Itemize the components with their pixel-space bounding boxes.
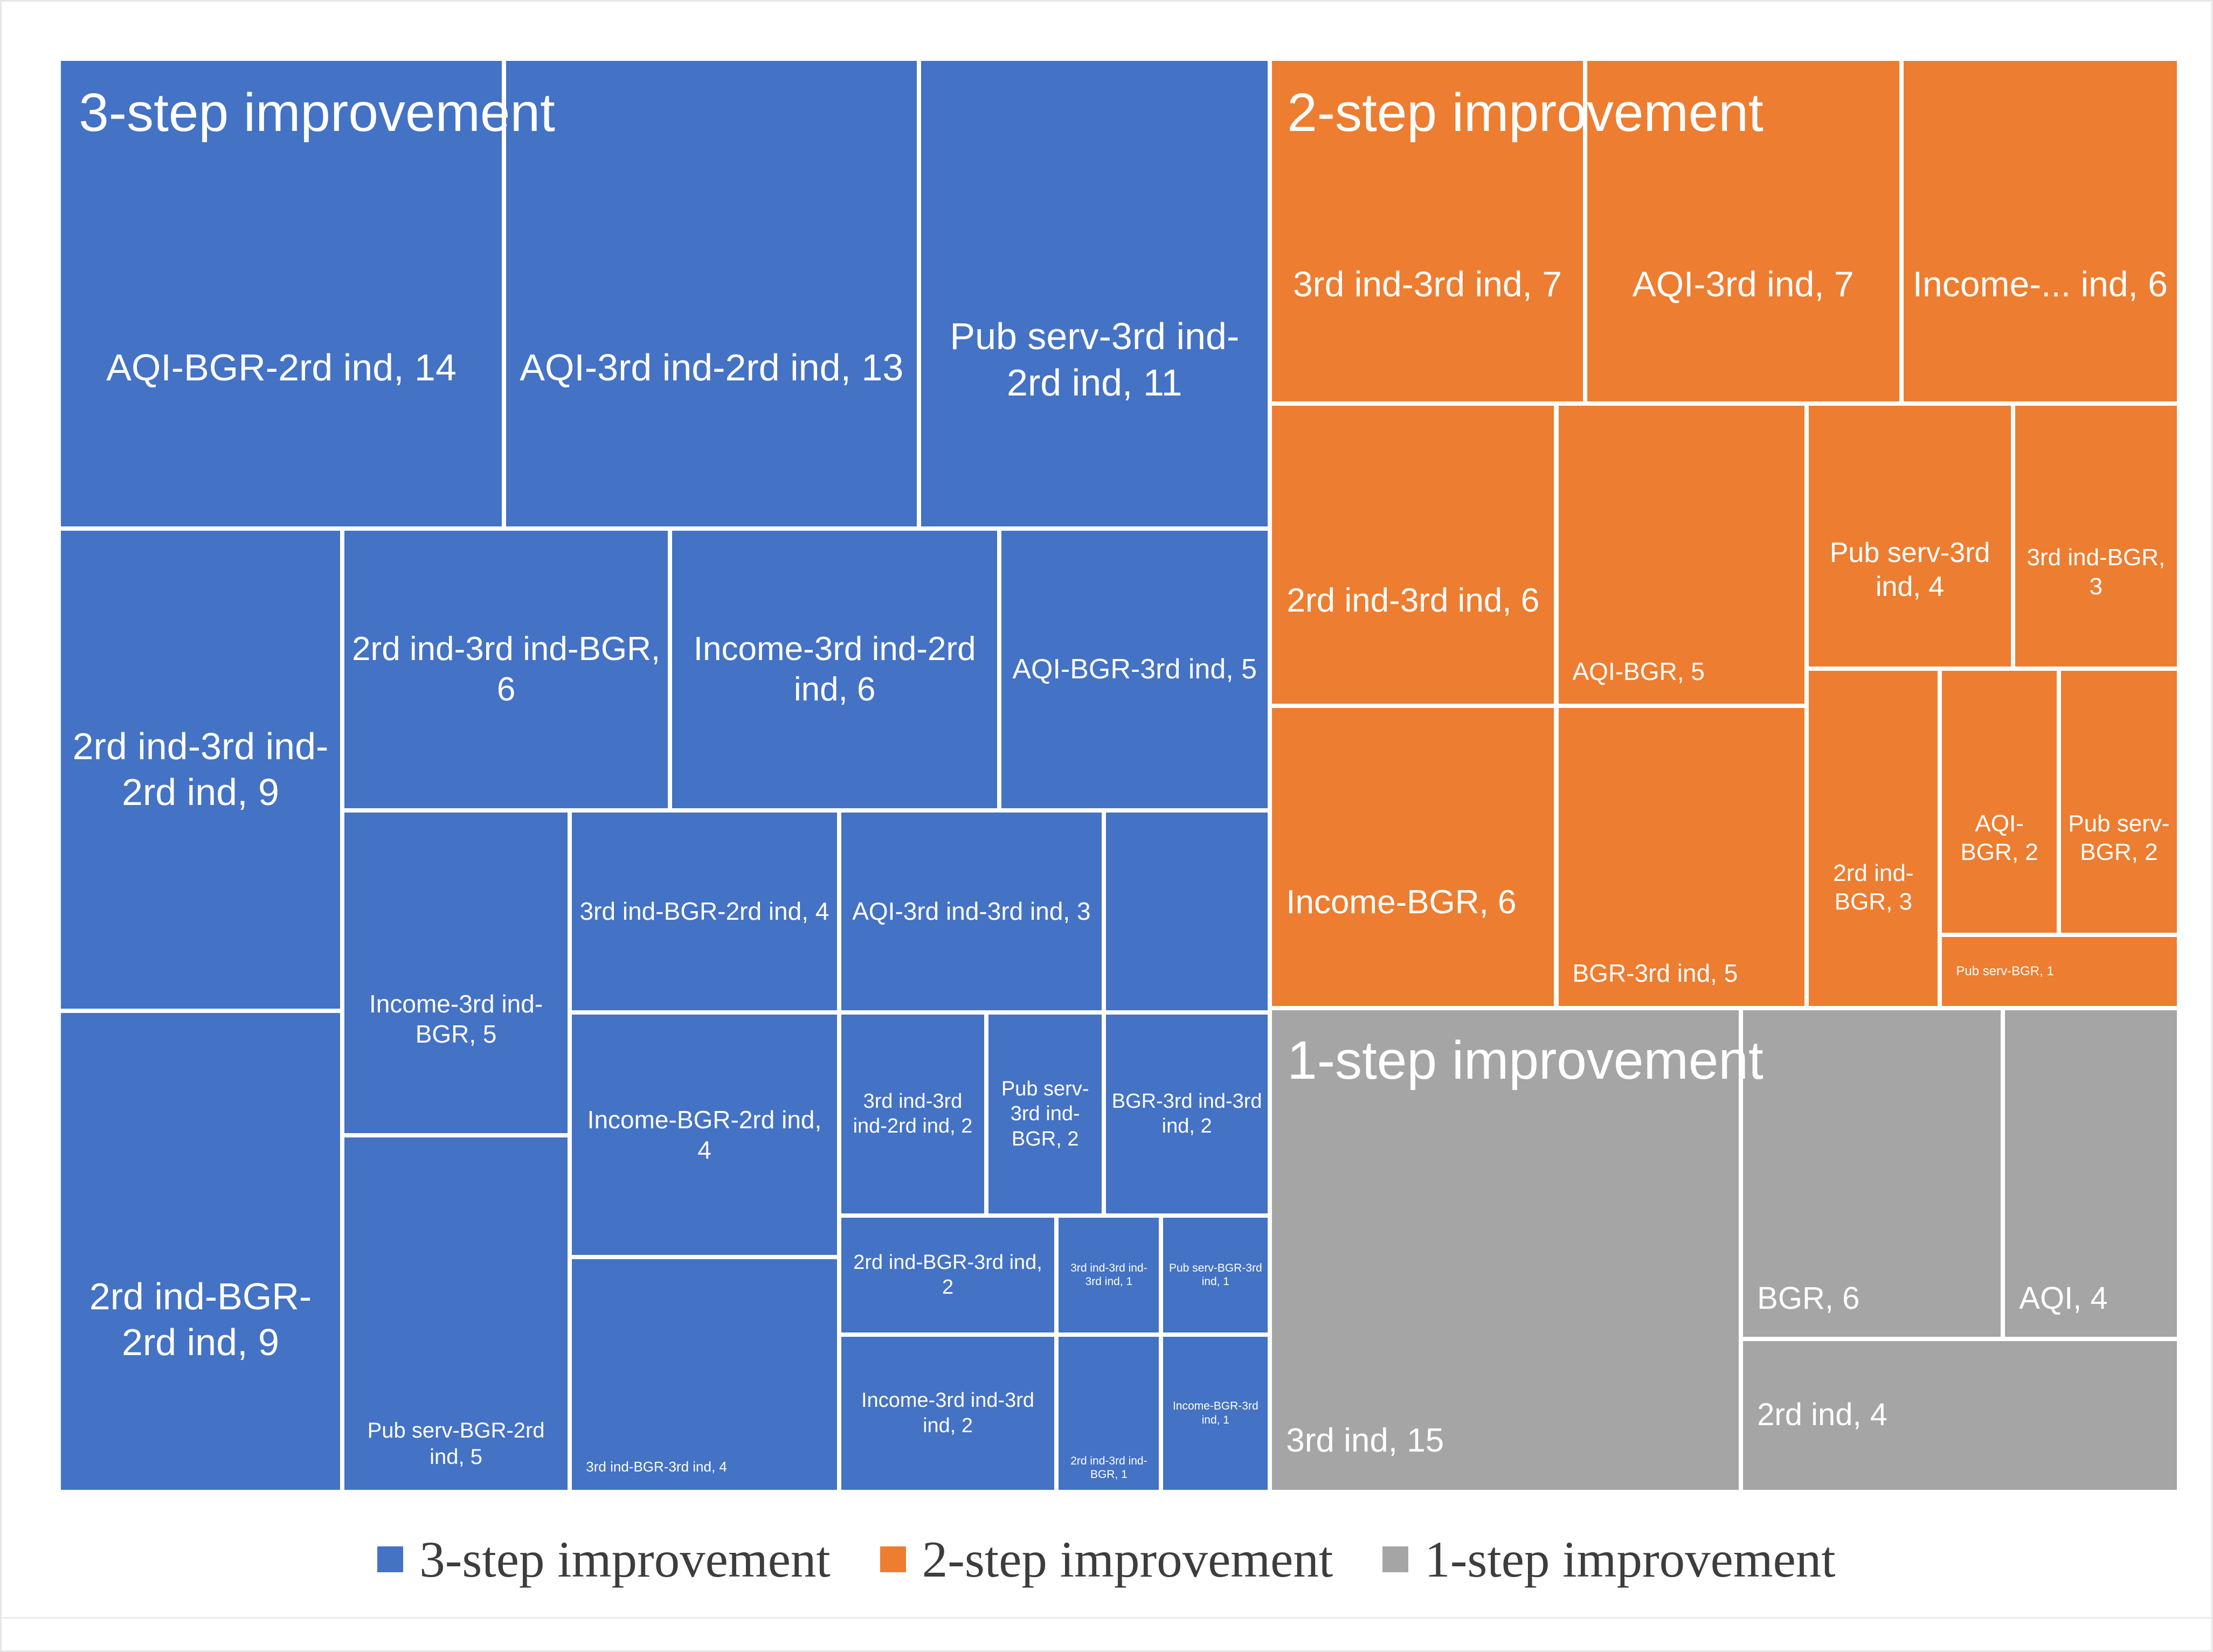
- treemap-cell[interactable]: 2rd ind-3rd ind-BGR, 6: [342, 528, 670, 811]
- treemap-cell-label: Pub serv-BGR-3rd ind, 1: [1168, 1261, 1262, 1288]
- treemap-cell-label: 2rd ind-BGR-2rd ind, 9: [89, 1275, 312, 1364]
- treemap-cell-label: 3rd ind-3rd ind-2rd ind, 2: [853, 1090, 973, 1138]
- treemap-cell[interactable]: AQI-3rd ind-3rd ind, 3: [839, 810, 1104, 1012]
- treemap-cell[interactable]: Income-... ind, 6: [1901, 59, 2179, 404]
- treemap-cell[interactable]: Pub serv-3rd ind-BGR, 2: [986, 1012, 1104, 1216]
- treemap-cell[interactable]: AQI, 4: [2003, 1008, 2179, 1339]
- treemap-cell-label: 2rd ind-3rd ind-BGR, 1: [1070, 1454, 1147, 1481]
- treemap-cell[interactable]: AQI-BGR, 2: [1940, 669, 2059, 935]
- treemap-cell-label: AQI-BGR-3rd ind, 5: [1012, 653, 1257, 685]
- treemap-cell[interactable]: AQI-3rd ind, 7: [1585, 59, 1901, 404]
- treemap-cell[interactable]: 2rd ind, 4: [1741, 1338, 2179, 1492]
- treemap-cell[interactable]: Pub serv-BGR-3rd ind, 1: [1161, 1216, 1270, 1335]
- treemap-cell-label: 3rd ind-3rd ind-3rd ind, 1: [1070, 1261, 1147, 1288]
- treemap-cell-label: AQI-BGR-2rd ind, 14: [106, 346, 457, 389]
- treemap-cell-label: Income-3rd ind-2rd ind, 6: [693, 630, 976, 709]
- treemap-cell[interactable]: Income-BGR-2rd ind, 4: [570, 1012, 839, 1258]
- treemap-cell[interactable]: Pub serv-3rd ind-2rd ind, 11: [919, 59, 1270, 529]
- treemap-cell-label: 2rd ind-3rd ind-BGR, 6: [352, 630, 661, 709]
- treemap-cell-label: AQI, 4: [2019, 1280, 2108, 1316]
- treemap-cell-label: 2rd ind-3rd ind, 6: [1287, 581, 1540, 619]
- treemap-cell-label: Pub serv-3rd ind-BGR, 2: [1001, 1077, 1089, 1150]
- treemap-cell[interactable]: 3rd ind, 15: [1270, 1008, 1741, 1492]
- treemap-cell-label: Income-3rd ind-3rd ind, 2: [861, 1389, 1035, 1437]
- legend-swatch: [880, 1546, 906, 1572]
- legend-item-1-step[interactable]: 1-step improvement: [1382, 1530, 1836, 1589]
- treemap-cell[interactable]: 3rd ind-BGR-2rd ind, 4: [570, 810, 839, 1012]
- treemap-cell-label: 2rd ind-BGR, 3: [1833, 859, 1914, 915]
- treemap-cell-label: Income-BGR-3rd ind, 1: [1172, 1400, 1258, 1426]
- legend-swatch: [377, 1546, 404, 1572]
- treemap-cell[interactable]: 2rd ind-3rd ind-2rd ind, 9: [59, 528, 342, 1011]
- treemap-cell[interactable]: 3rd ind-3rd ind, 7: [1270, 59, 1585, 404]
- legend-label: 2-step improvement: [922, 1531, 1333, 1588]
- treemap-cell[interactable]: AQI-BGR-2rd ind, 14: [59, 59, 504, 529]
- treemap-cell-label: AQI-3rd ind, 7: [1632, 263, 1854, 304]
- treemap-cell-label: Income-BGR, 6: [1286, 884, 1517, 921]
- treemap-cell[interactable]: 2rd ind-BGR-2rd ind, 9: [59, 1011, 342, 1492]
- treemap-cell-label: 3rd ind, 15: [1286, 1422, 1444, 1460]
- treemap-cell[interactable]: 2rd ind-BGR, 3: [1807, 669, 1940, 1008]
- treemap-cell-label: 3rd ind-3rd ind, 7: [1292, 263, 1562, 304]
- treemap-cell-label: Income-3rd ind-BGR, 5: [369, 990, 543, 1049]
- divider-line: [2, 1617, 2211, 1619]
- legend-item-2-step[interactable]: 2-step improvement: [880, 1530, 1333, 1589]
- legend-label: 1-step improvement: [1424, 1531, 1836, 1588]
- treemap-cell-label: AQI-3rd ind-3rd ind, 3: [852, 897, 1091, 926]
- treemap-cell-label: Pub serv-BGR, 1: [1956, 964, 2054, 979]
- treemap-cell-label: Pub serv-3rd ind-2rd ind, 11: [950, 315, 1240, 404]
- treemap-cell[interactable]: 3rd ind-3rd ind-2rd ind, 2: [839, 1012, 987, 1216]
- treemap-cell[interactable]: AQI-BGR, 5: [1556, 404, 1807, 706]
- legend-item-3-step[interactable]: 3-step improvement: [377, 1530, 831, 1589]
- legend-label: 3-step improvement: [419, 1531, 831, 1588]
- treemap-cell-label: Pub serv-3rd ind, 4: [1829, 537, 1990, 603]
- legend-swatch: [1382, 1546, 1409, 1572]
- treemap-cell-label: AQI-3rd ind-2rd ind, 13: [520, 346, 904, 389]
- treemap-cell[interactable]: 3rd ind-BGR-3rd ind, 4: [570, 1257, 839, 1492]
- treemap-cell-label: 2rd ind-3rd ind-2rd ind, 9: [72, 725, 329, 814]
- treemap-cell[interactable]: BGR-3rd ind, 5: [1556, 706, 1807, 1008]
- treemap-cell[interactable]: 2rd ind-3rd ind, 6: [1270, 404, 1557, 706]
- treemap-cell[interactable]: Pub serv-3rd ind, 4: [1807, 404, 2013, 669]
- treemap-cell[interactable]: Pub serv-BGR, 2: [2058, 669, 2179, 935]
- treemap-cell[interactable]: Income-3rd ind-3rd ind, 2: [839, 1334, 1057, 1492]
- treemap-cell-label: Pub serv-BGR-2rd ind, 5: [367, 1419, 545, 1469]
- treemap-cell-label: AQI-BGR, 2: [1960, 810, 2038, 866]
- treemap-cell[interactable]: Pub serv-BGR, 1: [1940, 935, 2179, 1008]
- treemap-cell-label: 2rd ind, 4: [1757, 1397, 1887, 1433]
- treemap-cell-label: 3rd ind-BGR, 3: [2027, 544, 2166, 600]
- treemap-cell-label: Income-... ind, 6: [1912, 263, 2168, 304]
- treemap-cell-label: 2rd ind-BGR-3rd ind, 2: [853, 1251, 1042, 1299]
- treemap-cell[interactable]: Income-3rd ind-BGR, 5: [342, 810, 570, 1136]
- treemap-cell[interactable]: Income-BGR, 6: [1270, 706, 1557, 1008]
- treemap-cell[interactable]: BGR-3rd ind-3rd ind, 2: [1104, 1012, 1270, 1216]
- treemap-cell[interactable]: 2rd ind-BGR-3rd ind, 2: [839, 1216, 1057, 1335]
- treemap-cell-label: BGR-3rd ind, 5: [1572, 959, 1738, 988]
- treemap-cell[interactable]: 3rd ind-BGR, 3: [2013, 404, 2179, 669]
- treemap-cell[interactable]: Income-BGR-3rd ind, 1: [1161, 1334, 1270, 1492]
- treemap-cell-label: Income-BGR-2rd ind, 4: [587, 1105, 822, 1164]
- treemap-cell[interactable]: BGR, 6: [1741, 1008, 2003, 1339]
- treemap-cell[interactable]: [1104, 810, 1270, 1012]
- treemap-cell-label: BGR, 6: [1757, 1280, 1860, 1316]
- treemap-cell[interactable]: AQI-BGR-3rd ind, 5: [999, 528, 1270, 811]
- treemap-cell-label: Pub serv-BGR, 2: [2068, 810, 2170, 866]
- treemap-cell[interactable]: AQI-3rd ind-2rd ind, 13: [504, 59, 919, 529]
- treemap-cell[interactable]: 2rd ind-3rd ind-BGR, 1: [1056, 1334, 1161, 1492]
- treemap-cell-label: BGR-3rd ind-3rd ind, 2: [1111, 1090, 1262, 1138]
- treemap: AQI-BGR-2rd ind, 14 AQI-3rd ind-2rd ind, …: [59, 59, 2179, 1492]
- chart-legend: 3-step improvement 2-step improvement 1-…: [2, 1530, 2211, 1589]
- treemap-cell-label: 3rd ind-BGR-2rd ind, 4: [579, 897, 829, 926]
- treemap-cell[interactable]: 3rd ind-3rd ind-3rd ind, 1: [1056, 1216, 1161, 1335]
- treemap-cell[interactable]: Pub serv-BGR-2rd ind, 5: [342, 1135, 570, 1492]
- treemap-cell[interactable]: Income-3rd ind-2rd ind, 6: [670, 528, 1000, 811]
- treemap-cell-label: AQI-BGR, 5: [1572, 657, 1705, 685]
- treemap-cell-label: 3rd ind-BGR-3rd ind, 4: [586, 1459, 727, 1475]
